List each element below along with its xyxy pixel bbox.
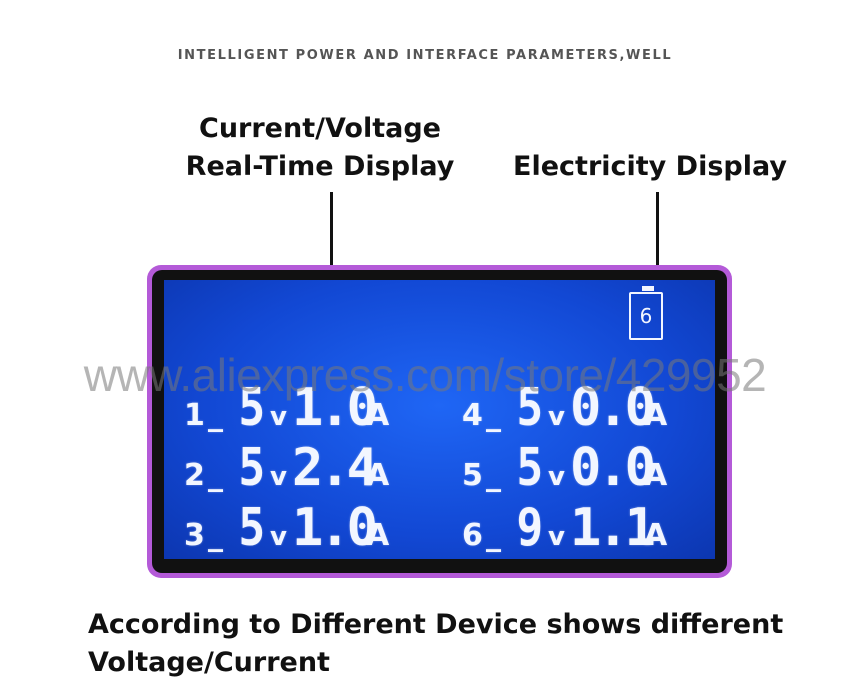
voltage-unit: v <box>548 522 565 552</box>
port-current: 1.0 <box>292 498 378 558</box>
tagline: INTELLIGENT POWER AND INTERFACE PARAMETE… <box>177 48 673 63</box>
port-number: 4 <box>462 398 483 433</box>
port-number: 2 <box>184 458 205 493</box>
electricity-pointer-line <box>656 192 659 290</box>
separator: _ <box>486 518 501 553</box>
current-unit: A <box>644 458 668 493</box>
port-voltage: 5 <box>238 378 266 438</box>
port-current: 1.1 <box>570 498 656 558</box>
electricity-label: Electricity Display <box>513 151 787 182</box>
port-number: 1 <box>184 398 205 433</box>
current-unit: A <box>644 518 668 553</box>
current-unit: A <box>644 398 668 433</box>
current-unit: A <box>366 398 390 433</box>
port-voltage: 5 <box>238 498 266 558</box>
current-unit: A <box>366 518 390 553</box>
separator: _ <box>486 458 501 493</box>
battery-icon-cap <box>642 286 654 291</box>
current-voltage-label: Current/Voltage Real-Time Display <box>160 110 480 186</box>
port-voltage: 5 <box>516 378 544 438</box>
separator: _ <box>208 458 223 493</box>
separator: _ <box>486 398 501 433</box>
voltage-unit: v <box>548 462 565 492</box>
voltage-unit: v <box>270 402 287 432</box>
port-voltage: 5 <box>238 438 266 498</box>
port-current: 0.0 <box>570 378 656 438</box>
battery-level: 6 <box>639 304 653 328</box>
current-voltage-label-line2: Real-Time Display <box>185 151 455 182</box>
separator: _ <box>208 518 223 553</box>
port-current: 1.0 <box>292 378 378 438</box>
port-current: 0.0 <box>570 438 656 498</box>
port-voltage: 9 <box>516 498 544 558</box>
current-voltage-label-line1: Current/Voltage <box>199 113 441 144</box>
port-number: 3 <box>184 518 205 553</box>
battery-icon: 6 <box>629 292 663 340</box>
port-number: 6 <box>462 518 483 553</box>
caption: According to Different Device shows diff… <box>88 609 784 678</box>
port-voltage: 5 <box>516 438 544 498</box>
separator: _ <box>208 398 223 433</box>
voltage-unit: v <box>270 522 287 552</box>
current-unit: A <box>366 458 390 493</box>
port-number: 5 <box>462 458 483 493</box>
port-current: 2.4 <box>292 438 378 498</box>
voltage-unit: v <box>270 462 287 492</box>
voltage-unit: v <box>548 402 565 432</box>
watermark-text: www.aliexpress.com/store/429952 <box>83 349 767 401</box>
